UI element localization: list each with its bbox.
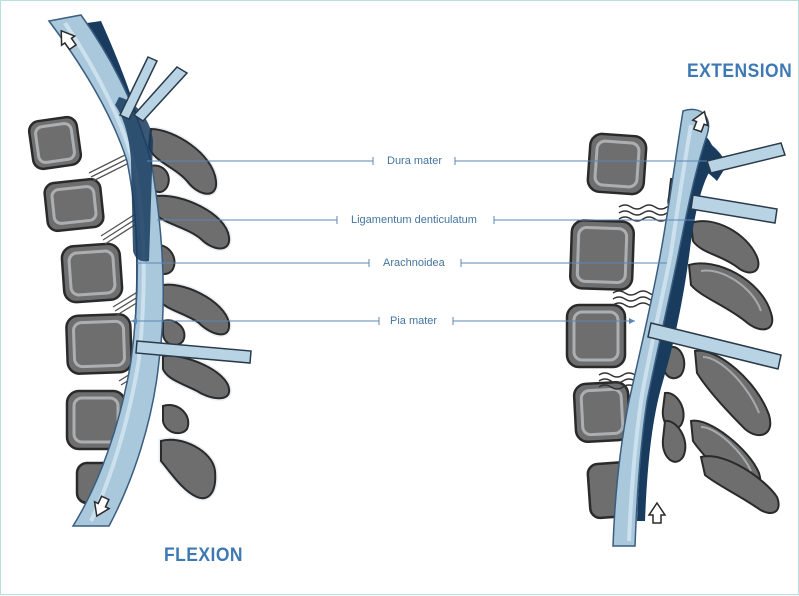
leader-arach-right — [461, 259, 667, 267]
label-arachnoidea: Arachnoidea — [379, 255, 449, 271]
extension-title: EXTENSION — [687, 61, 792, 83]
up-arrow-icon — [649, 503, 665, 523]
leader-dura-right — [455, 157, 707, 165]
label-dura-mater: Dura mater — [383, 153, 446, 169]
label-pia-mater: Pia mater — [386, 313, 441, 329]
label-ligamentum-denticulatum: Ligamentum denticulatum — [347, 212, 481, 228]
flexion-title: FLEXION — [164, 545, 243, 567]
flexion-view — [28, 15, 251, 526]
extension-view — [567, 109, 785, 546]
